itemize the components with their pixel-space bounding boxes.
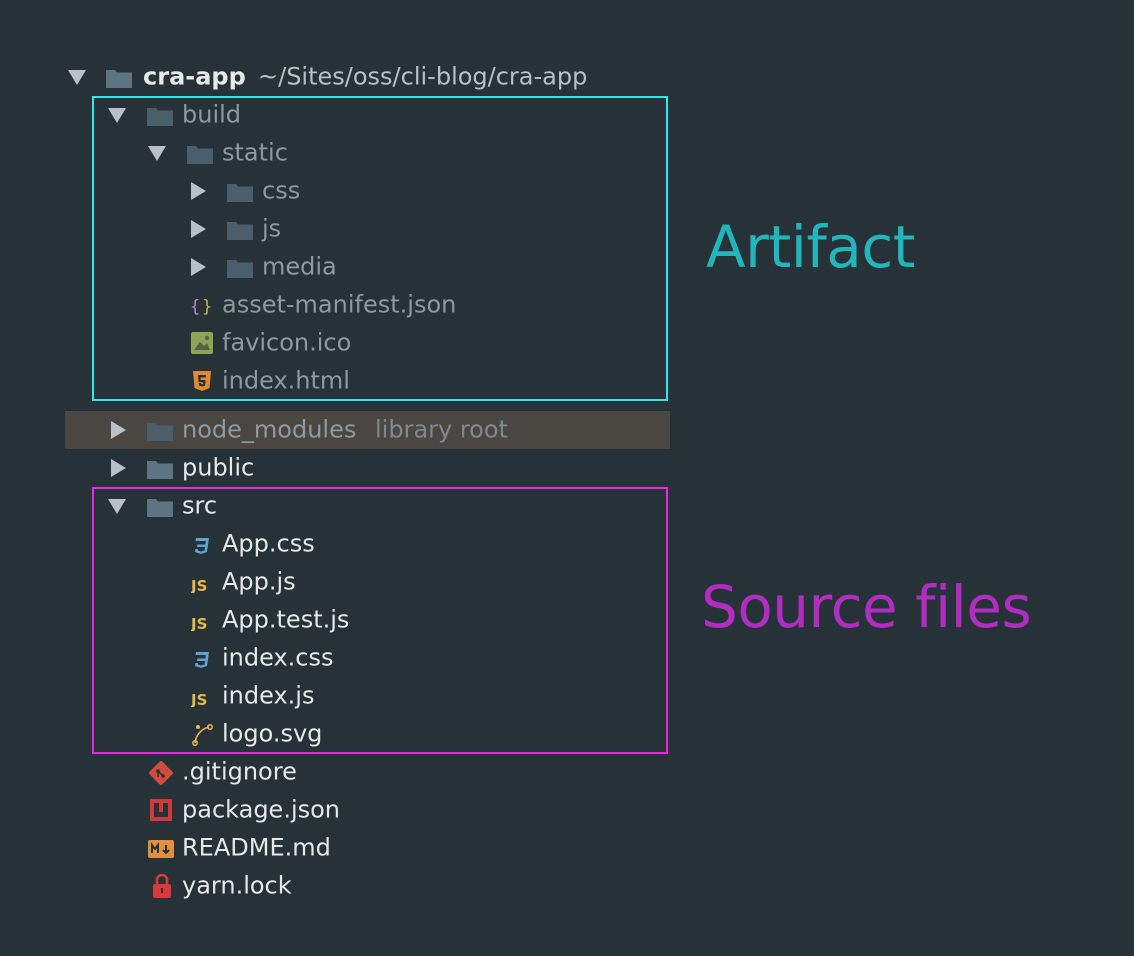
library-root-hint: library root <box>375 415 508 444</box>
tree-row-public[interactable]: public <box>0 449 660 487</box>
tree-row-index-js[interactable]: JS index.js <box>0 677 660 715</box>
tree-row-js[interactable]: js <box>0 210 660 248</box>
file-name-package-json: package.json <box>182 795 341 824</box>
js-file-icon: JS <box>191 691 207 707</box>
tree-row-gitignore[interactable]: .gitignore <box>0 753 660 791</box>
file-name-index-css: index.css <box>222 643 334 672</box>
folder-name-build: build <box>182 100 242 129</box>
file-name-app-css: App.css <box>222 529 315 558</box>
root-folder-name: cra-app <box>143 62 246 91</box>
tree-row-src[interactable]: src <box>0 487 660 525</box>
json-file-icon: { } <box>190 297 212 317</box>
file-name-index-html: index.html <box>222 366 350 395</box>
tree-row-readme[interactable]: README.md <box>0 829 660 867</box>
tree-row-favicon[interactable]: favicon.ico <box>0 324 660 362</box>
js-file-icon: JS <box>191 615 207 631</box>
file-name-index-js: index.js <box>222 681 315 710</box>
css3-file-icon <box>195 652 209 668</box>
folder-name-node-modules: node_modules <box>182 415 357 444</box>
collapse-arrow-icon[interactable] <box>191 220 206 238</box>
svg-text:}: } <box>202 297 212 317</box>
svg-text:JS: JS <box>191 615 207 631</box>
file-name-favicon: favicon.ico <box>222 328 352 357</box>
tree-row-node-modules[interactable]: node_modules library root <box>65 411 670 449</box>
file-name-app-js: App.js <box>222 567 296 596</box>
source-files-annotation: Source files <box>701 573 1032 641</box>
expand-arrow-icon[interactable] <box>68 70 86 85</box>
folder-icon <box>187 146 213 164</box>
folder-name-media: media <box>262 252 337 281</box>
expand-arrow-icon[interactable] <box>108 108 126 123</box>
file-name-asset-manifest: asset-manifest.json <box>222 290 457 319</box>
folder-icon <box>227 184 253 202</box>
tree-row-logo-svg[interactable]: logo.svg <box>0 715 660 753</box>
folder-icon <box>147 423 173 441</box>
artifact-highlight-box <box>92 96 668 401</box>
tree-row-app-css[interactable]: App.css <box>0 525 660 563</box>
folder-name-css: css <box>262 176 301 205</box>
expand-arrow-icon[interactable] <box>148 146 166 161</box>
file-name-yarn-lock: yarn.lock <box>182 871 292 900</box>
vector-file-icon <box>192 724 213 746</box>
root-folder-path: ~/Sites/oss/cli-blog/cra-app <box>258 62 588 91</box>
folder-icon <box>147 108 173 126</box>
git-file-icon <box>149 761 173 785</box>
tree-row-css[interactable]: css <box>0 172 660 210</box>
folder-name-public: public <box>182 453 255 482</box>
collapse-arrow-icon[interactable] <box>111 459 126 477</box>
tree-row-yarn-lock[interactable]: yarn.lock <box>0 867 660 905</box>
collapse-arrow-icon[interactable] <box>191 258 206 276</box>
folder-name-js: js <box>262 214 282 243</box>
tree-row-asset-manifest[interactable]: { } asset-manifest.json <box>0 286 660 324</box>
tree-row-package-json[interactable]: package.json <box>0 791 660 829</box>
file-name-logo-svg: logo.svg <box>222 719 323 748</box>
collapse-arrow-icon[interactable] <box>111 421 126 439</box>
artifact-annotation: Artifact <box>706 213 915 281</box>
tree-row-static[interactable]: static <box>0 134 660 172</box>
svg-text:{: { <box>190 297 200 317</box>
npm-file-icon <box>150 799 172 821</box>
folder-icon <box>227 260 253 278</box>
tree-row-media[interactable]: media <box>0 248 660 286</box>
folder-icon <box>106 70 132 88</box>
expand-arrow-icon[interactable] <box>108 499 126 514</box>
file-name-app-test-js: App.test.js <box>222 605 350 634</box>
source-files-highlight-box <box>92 487 668 754</box>
tree-row-root[interactable]: cra-app ~/Sites/oss/cli-blog/cra-app <box>0 58 660 96</box>
markdown-file-icon <box>148 840 174 858</box>
folder-name-static: static <box>222 138 288 167</box>
file-name-gitignore: .gitignore <box>182 757 297 786</box>
css3-file-icon <box>195 538 209 554</box>
collapse-arrow-icon[interactable] <box>191 182 206 200</box>
svg-text:JS: JS <box>191 691 207 707</box>
tree-row-app-test-js[interactable]: JS App.test.js <box>0 601 660 639</box>
lock-file-icon <box>153 873 171 898</box>
tree-row-app-js[interactable]: JS App.js <box>0 563 660 601</box>
folder-icon <box>147 461 173 479</box>
svg-text:JS: JS <box>191 577 207 593</box>
js-file-icon: JS <box>191 577 207 593</box>
file-name-readme: README.md <box>182 833 331 862</box>
tree-row-index-html[interactable]: index.html <box>0 362 660 400</box>
folder-icon <box>147 499 173 517</box>
folder-icon <box>227 222 253 240</box>
tree-row-index-css[interactable]: index.css <box>0 639 660 677</box>
image-file-icon <box>191 332 213 354</box>
tree-row-build[interactable]: build <box>0 96 660 134</box>
folder-name-src: src <box>182 491 218 520</box>
html5-file-icon <box>193 371 211 391</box>
